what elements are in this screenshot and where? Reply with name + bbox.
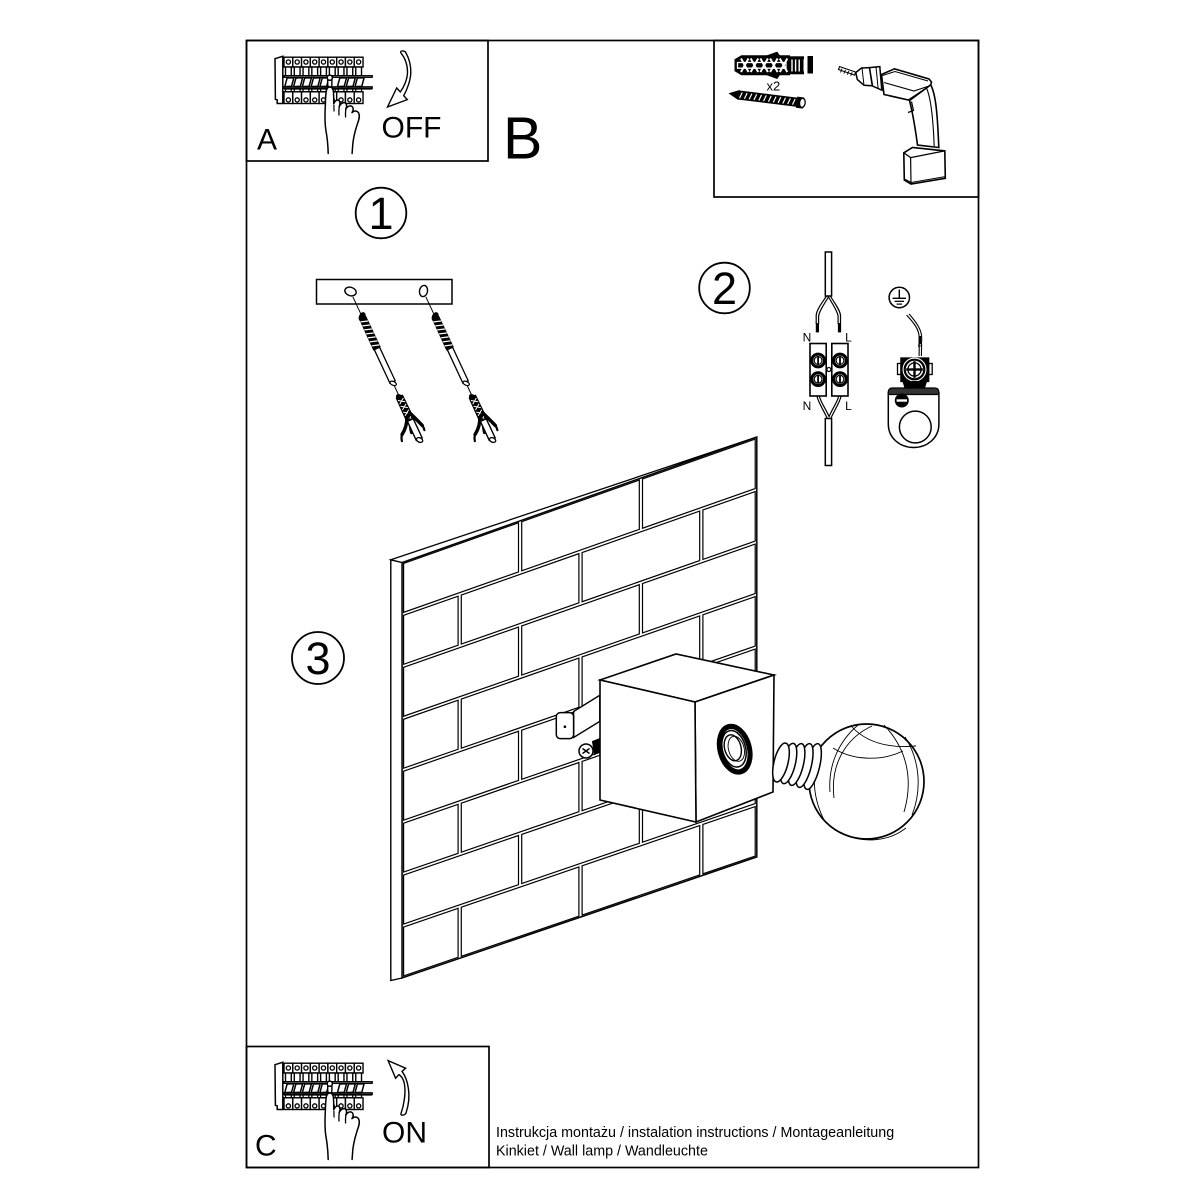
svg-text:Instrukcja montażu / instalati: Instrukcja montażu / instalation instruc… [496,1125,894,1141]
svg-text:L: L [845,331,852,345]
svg-text:Kinkiet / Wall lamp / Wandleuc: Kinkiet / Wall lamp / Wandleuchte [496,1144,708,1160]
svg-text:3: 3 [305,633,330,684]
svg-text:2: 2 [712,263,737,314]
svg-text:1: 1 [368,188,393,239]
svg-text:A: A [257,124,277,157]
svg-text:B: B [503,106,542,172]
svg-text:x2: x2 [767,79,781,94]
svg-text:N: N [803,331,812,345]
svg-text:N: N [803,399,812,413]
svg-text:L: L [845,399,852,413]
svg-text:C: C [255,1130,277,1163]
svg-text:OFF: OFF [382,112,442,145]
svg-text:ON: ON [382,1117,427,1150]
